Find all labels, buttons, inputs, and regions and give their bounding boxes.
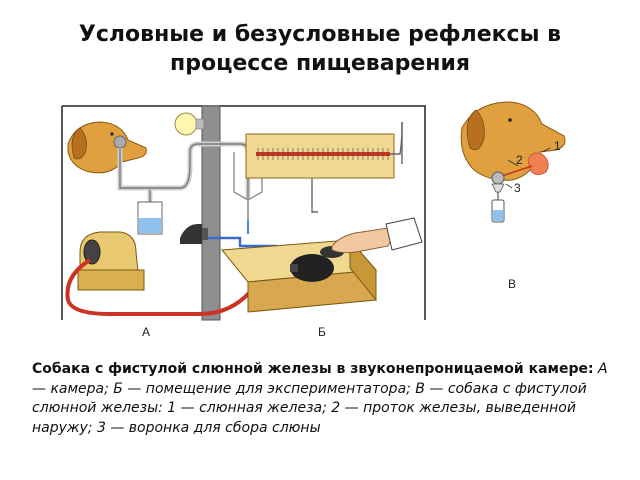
rubber-bulb-icon: [290, 254, 334, 282]
dog-head-right-icon: [460, 101, 566, 181]
chamber-outline: [61, 105, 426, 320]
speaker-icon: [180, 224, 208, 244]
label-b: Б: [318, 325, 326, 339]
funnel-with-tube-icon: [491, 171, 505, 223]
experiment-diagram: А Б В 1 2 3: [61, 101, 566, 339]
label-v: В: [508, 277, 516, 291]
dog-head-left-icon: [67, 121, 147, 174]
salivary-gland: [527, 152, 549, 175]
label-num-1: 1: [554, 139, 561, 153]
air-tube: [65, 258, 295, 316]
figure-caption: Собака с фистулой слюнной железы в звуко…: [32, 360, 612, 438]
feeding-device: [77, 231, 145, 291]
collecting-beaker-icon: [137, 201, 163, 235]
caption-bold: Собака с фистулой слюнной железы в звуко…: [32, 361, 594, 377]
caption-text: А — камера; Б — помещение для эксперимен…: [32, 361, 608, 436]
scale-board: [245, 122, 403, 213]
light-bulb-icon: [174, 112, 205, 136]
label-a: А: [142, 325, 150, 339]
page-title: Условные и безусловные рефлексы в процес…: [78, 22, 562, 76]
leader-lines: [505, 147, 551, 189]
hand-pressing-button: [320, 217, 423, 258]
label-num-3: 3: [514, 181, 521, 195]
partition-wall: [201, 105, 221, 321]
label-num-2: 2: [516, 153, 523, 167]
